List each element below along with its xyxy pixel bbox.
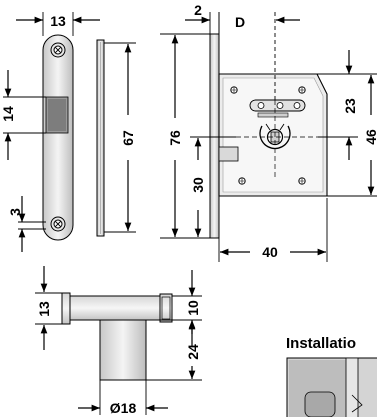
strike-plate-front (42, 34, 74, 241)
dim-width-13: 13 (16, 12, 100, 36)
installation-illustration (286, 357, 377, 417)
dim-46-label: 46 (363, 129, 377, 145)
dim-13-side-label: 13 (36, 301, 52, 317)
dim-24-label: 24 (185, 344, 201, 360)
dim-30: 30 (190, 136, 236, 237)
dim-D-label: D (235, 14, 245, 30)
dim-30-label: 30 (190, 177, 206, 193)
dim-46: 46 (327, 73, 377, 197)
dim-40-label: 40 (262, 244, 278, 260)
dim-40: 40 (218, 198, 328, 262)
rivet-icon (230, 86, 306, 185)
dim-height-76: 76 (160, 33, 210, 239)
dim-14-label: 14 (0, 106, 16, 122)
dim-18-label: Ø18 (110, 400, 137, 416)
dim-diameter-18: Ø18 (78, 380, 168, 416)
dim-24: 24 (146, 321, 202, 381)
dim-3-label: 3 (7, 208, 23, 216)
dim-67-label: 67 (120, 130, 136, 146)
bolt-side-view (61, 292, 173, 381)
screw-bottom-icon (50, 216, 66, 232)
dim-faceplate-2: 2 (185, 2, 220, 34)
dim-edge-3: 3 (7, 196, 46, 252)
dim-backset-D: D (218, 12, 300, 100)
dim-side-13: 13 (35, 266, 62, 350)
dim-23-label: 23 (342, 98, 358, 114)
dim-76-label: 76 (167, 130, 183, 146)
strike-plate-side (96, 39, 105, 237)
dim-2-label: 2 (194, 2, 202, 18)
installation-heading: Installatio (286, 335, 356, 352)
lock-body (209, 33, 328, 239)
screw-top-icon (50, 42, 66, 58)
dim-13-top-label: 13 (50, 13, 66, 29)
dim-23: 23 (317, 50, 358, 160)
dim-10-label: 10 (185, 300, 201, 316)
dim-height-67: 67 (104, 42, 136, 233)
dim-opening-14: 14 (0, 70, 46, 160)
